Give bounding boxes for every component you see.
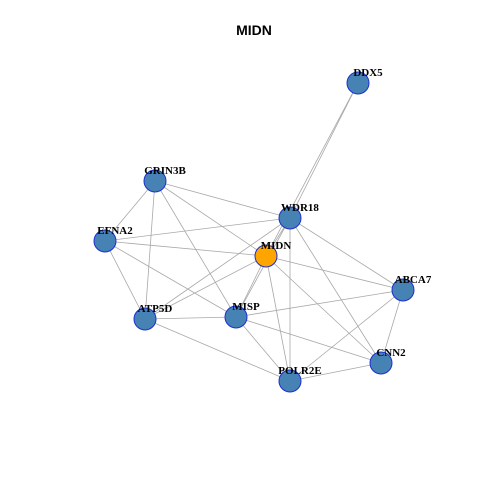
edge-ddx5-midn <box>265 82 359 257</box>
node-label-wdr18: WDR18 <box>281 202 319 214</box>
edge-grin3b-efna2 <box>104 180 156 242</box>
node-label-midn: MIDN <box>261 240 292 252</box>
edge-grin3b-atp5d <box>144 180 156 320</box>
edge-efna2-misp <box>104 240 237 318</box>
node-efna2[interactable]: EFNA2 <box>93 225 133 253</box>
edge-abca7-misp <box>235 289 404 318</box>
node-circle-grin3b[interactable] <box>143 169 167 193</box>
node-ddx5[interactable]: DDX5 <box>346 67 383 95</box>
node-label-misp: MISP <box>232 301 260 313</box>
node-wdr18[interactable]: WDR18 <box>278 202 319 230</box>
edge-abca7-polr2e <box>289 289 404 382</box>
edge-wdr18-misp <box>235 217 291 318</box>
node-label-cnn2: CNN2 <box>376 347 406 359</box>
node-label-grin3b: GRIN3B <box>144 165 186 177</box>
edge-midn-atp5d <box>144 255 267 320</box>
node-circle-wdr18[interactable] <box>278 206 302 230</box>
graph-title: MIDN <box>236 22 272 38</box>
edge-atp5d-misp <box>144 316 237 320</box>
node-circle-misp[interactable] <box>224 305 248 329</box>
edge-grin3b-misp <box>154 180 237 318</box>
node-label-atp5d: ATP5D <box>138 303 173 315</box>
edge-midn-abca7 <box>265 255 404 291</box>
edge-efna2-wdr18 <box>104 217 291 242</box>
edge-abca7-cnn2 <box>380 289 404 364</box>
edge-atp5d-polr2e <box>144 318 291 382</box>
edge-efna2-atp5d <box>104 240 146 320</box>
node-misp[interactable]: MISP <box>224 301 260 329</box>
node-label-abca7: ABCA7 <box>395 274 432 286</box>
edge-wdr18-abca7 <box>289 217 404 291</box>
node-label-efna2: EFNA2 <box>97 225 133 237</box>
node-midn[interactable]: MIDN <box>254 240 292 268</box>
node-polr2e[interactable]: POLR2E <box>278 365 322 393</box>
edge-grin3b-midn <box>154 180 267 257</box>
node-cnn2[interactable]: CNN2 <box>369 347 406 375</box>
node-grin3b[interactable]: GRIN3B <box>143 165 186 193</box>
edge-misp-polr2e <box>235 316 291 382</box>
node-label-ddx5: DDX5 <box>353 67 383 79</box>
edge-midn-polr2e <box>265 255 291 382</box>
node-circle-abca7[interactable] <box>391 278 415 302</box>
node-circle-cnn2[interactable] <box>369 351 393 375</box>
edge-wdr18-cnn2 <box>289 217 382 364</box>
edge-layer <box>104 82 404 382</box>
node-circle-efna2[interactable] <box>93 229 117 253</box>
node-label-polr2e: POLR2E <box>278 365 321 377</box>
node-circle-polr2e[interactable] <box>278 369 302 393</box>
node-circle-atp5d[interactable] <box>133 307 157 331</box>
edge-grin3b-wdr18 <box>154 180 291 219</box>
edge-misp-cnn2 <box>235 316 382 364</box>
edge-cnn2-polr2e <box>289 362 382 382</box>
node-abca7[interactable]: ABCA7 <box>391 274 432 302</box>
edge-wdr18-atp5d <box>144 217 291 320</box>
node-circle-midn[interactable] <box>254 244 278 268</box>
edge-midn-cnn2 <box>265 255 382 364</box>
edge-ddx5-wdr18 <box>289 82 359 219</box>
node-circle-ddx5[interactable] <box>346 71 370 95</box>
edge-efna2-midn <box>104 240 267 257</box>
node-atp5d[interactable]: ATP5D <box>133 303 173 331</box>
